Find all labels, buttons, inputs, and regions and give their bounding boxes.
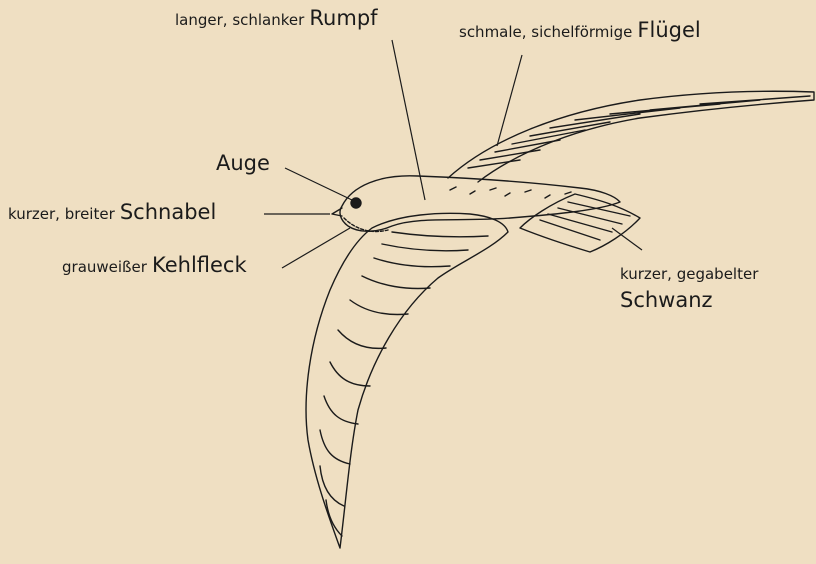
label-schwanz: kurzer, gegabelter Schwanz bbox=[620, 266, 758, 311]
leader-lines bbox=[264, 40, 642, 268]
upper-wing-outline bbox=[448, 91, 814, 182]
leader-fluegel bbox=[497, 55, 522, 146]
leader-auge bbox=[285, 168, 352, 200]
label-schwanz-term: Schwanz bbox=[620, 290, 758, 311]
label-schnabel-term: Schnabel bbox=[120, 200, 216, 224]
swift-illustration bbox=[306, 91, 814, 548]
leader-schwanz bbox=[612, 228, 642, 250]
lower-wing-outline bbox=[306, 213, 508, 548]
label-kehlfleck: grauweißer Kehlfleck bbox=[62, 255, 247, 276]
eye bbox=[351, 198, 361, 208]
body-marks bbox=[450, 187, 571, 198]
lower-wing-feather-lines bbox=[320, 232, 488, 536]
label-schnabel: kurzer, breiter Schnabel bbox=[8, 202, 216, 223]
label-auge: Auge bbox=[216, 153, 270, 174]
label-schnabel-prefix: kurzer, breiter bbox=[8, 205, 115, 223]
label-kehlfleck-prefix: grauweißer bbox=[62, 258, 147, 276]
label-schwanz-prefix: kurzer, gegabelter bbox=[620, 265, 758, 283]
label-auge-term: Auge bbox=[216, 151, 270, 175]
label-fluegel-prefix: schmale, sichelförmige bbox=[459, 23, 632, 41]
label-rumpf-term: Rumpf bbox=[309, 6, 377, 30]
upper-wing-feather-lines bbox=[468, 96, 810, 168]
label-rumpf-prefix: langer, schlanker bbox=[175, 11, 304, 29]
label-kehlfleck-term: Kehlfleck bbox=[152, 253, 247, 277]
tail-feather-lines bbox=[540, 202, 630, 240]
label-fluegel: schmale, sichelförmige Flügel bbox=[459, 20, 701, 41]
label-fluegel-term: Flügel bbox=[637, 18, 700, 42]
label-rumpf: langer, schlanker Rumpf bbox=[175, 8, 378, 29]
leader-kehlfleck bbox=[282, 228, 350, 268]
